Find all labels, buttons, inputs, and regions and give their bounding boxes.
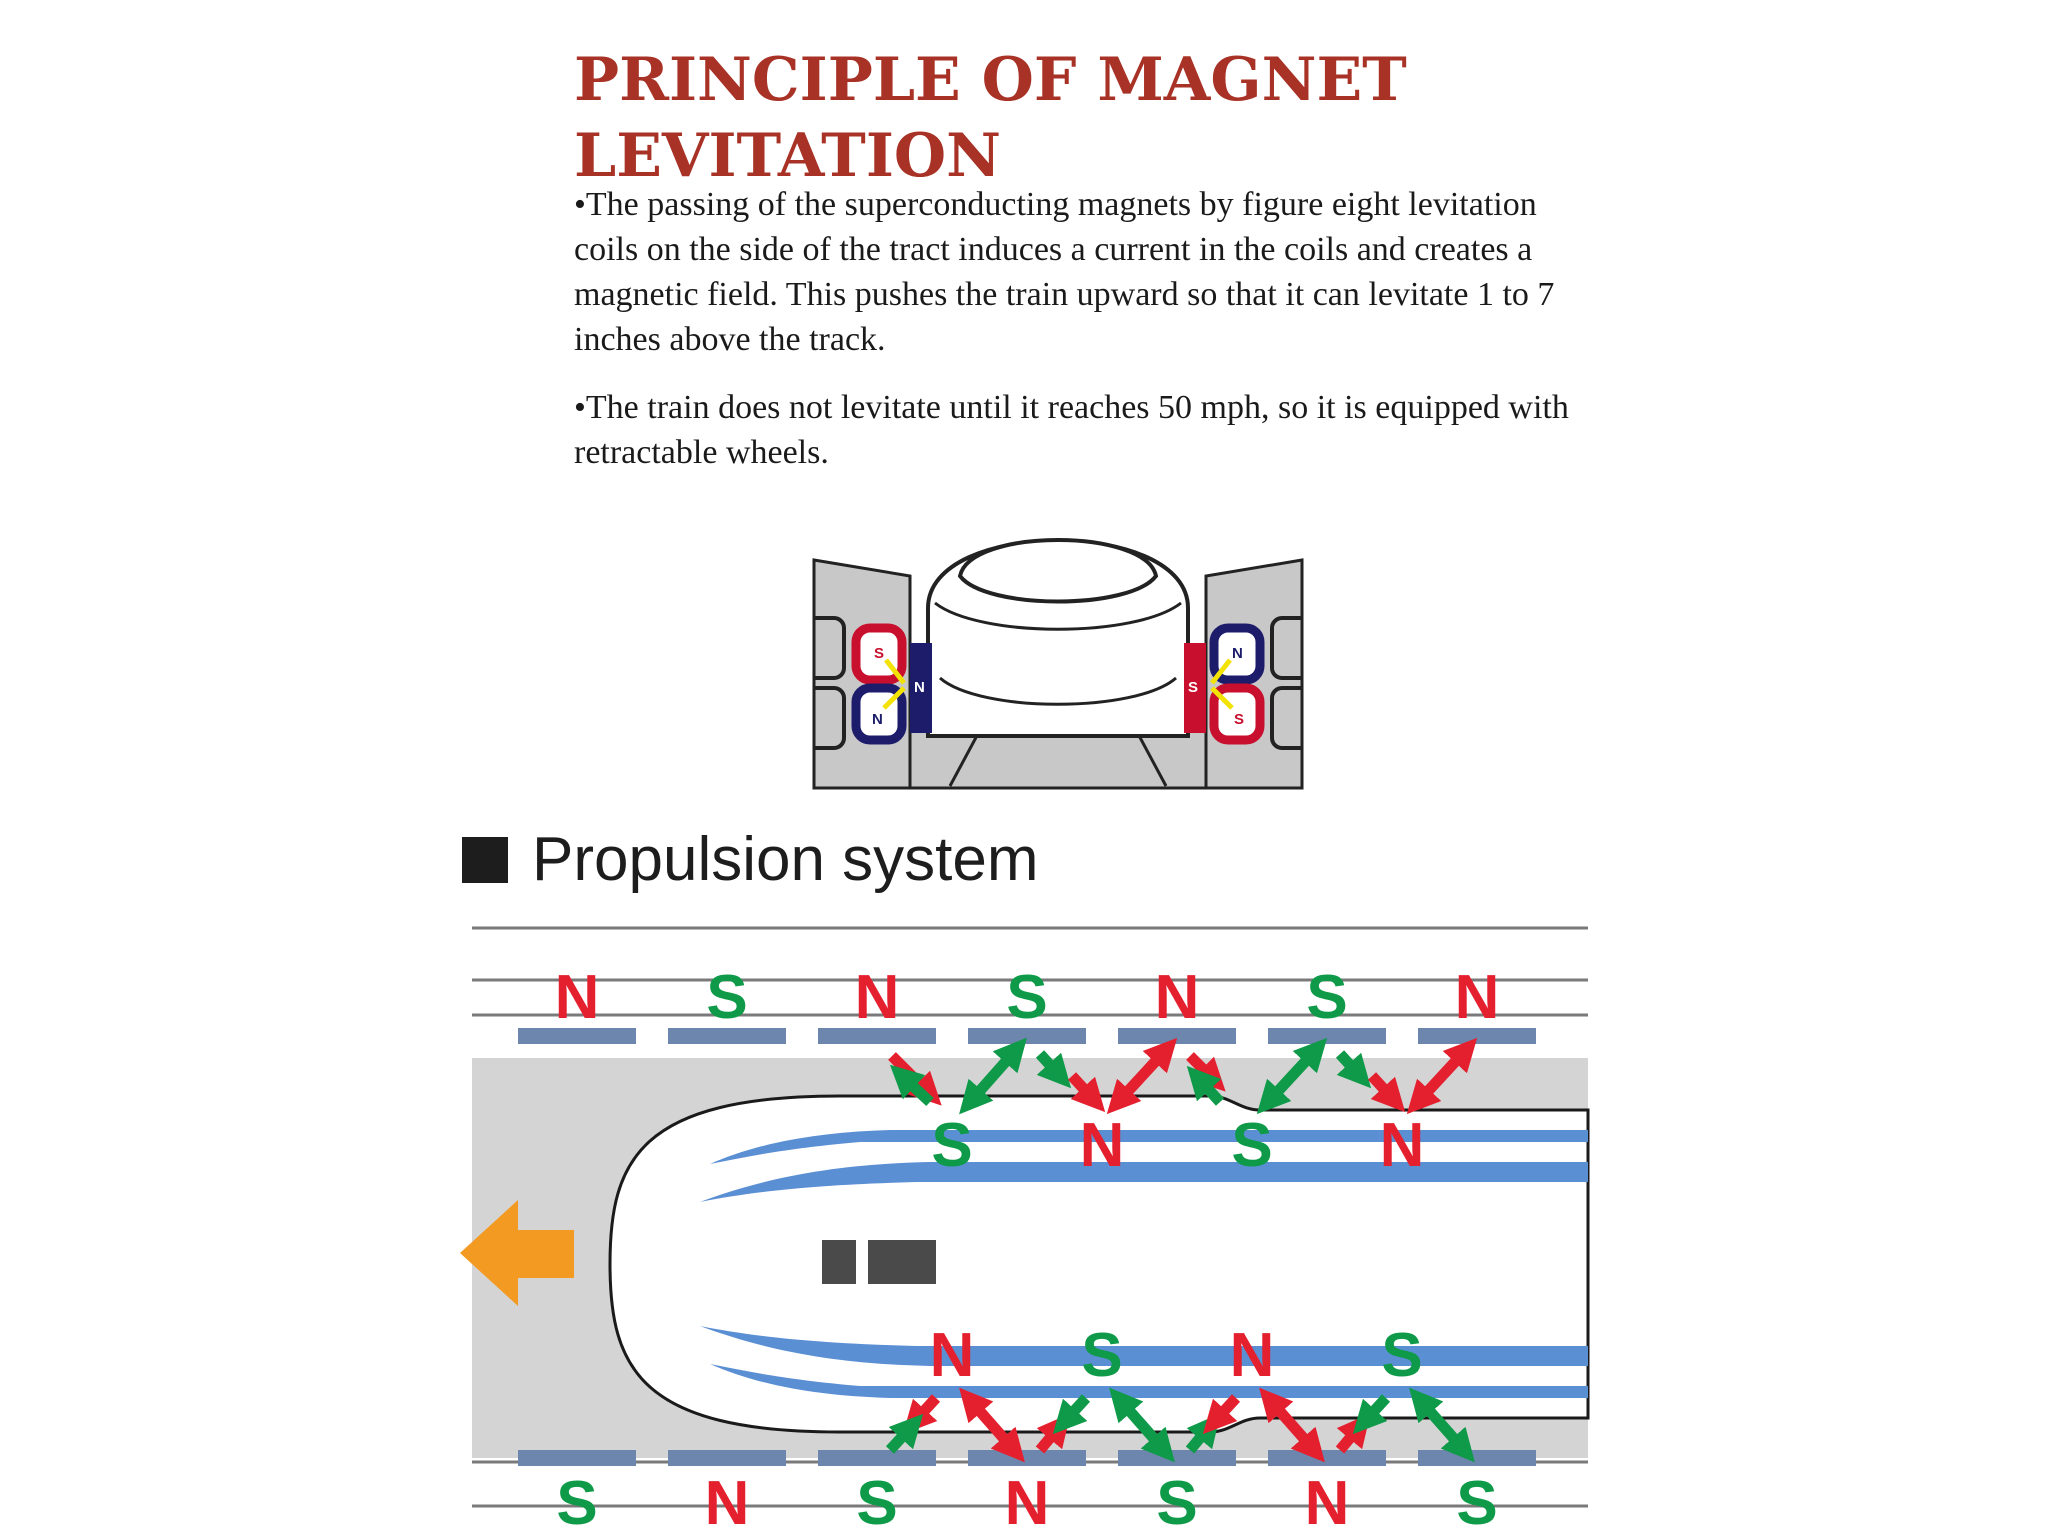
left-lower-coil-label: N bbox=[872, 711, 883, 728]
right-upper-coil-label: N bbox=[1232, 645, 1243, 662]
train-bottom-pole-1: N bbox=[930, 1321, 975, 1390]
right-superconducting-magnet bbox=[1184, 643, 1206, 733]
guideway-top-pole-7: N bbox=[1455, 963, 1500, 1032]
levitation-force-arrows bbox=[882, 658, 1234, 710]
guideway-bottom-pole-1: S bbox=[556, 1469, 597, 1530]
propulsion-force-arrows-bottom bbox=[885, 1387, 1475, 1463]
propulsion-heading: Propulsion system bbox=[462, 822, 1039, 898]
guideway-top-pole-1: N bbox=[555, 963, 600, 1032]
direction-of-travel-arrow bbox=[460, 1200, 574, 1306]
right-magnet-label: S bbox=[1188, 679, 1198, 696]
left-magnet-label: N bbox=[914, 679, 925, 696]
bullet-levitation-coils: •The passing of the superconducting magn… bbox=[574, 186, 1555, 358]
train-window-large bbox=[868, 1240, 936, 1284]
heading-square-bullet bbox=[462, 837, 508, 883]
train-window bbox=[957, 538, 1159, 604]
bullet-retractable-wheels: •The train does not levitate until it re… bbox=[574, 389, 1569, 471]
train-top-pole-1: S bbox=[931, 1111, 972, 1180]
propulsion-system-diagram: N S N S N S N S N S N N S N S S N S N S … bbox=[460, 926, 1590, 1530]
train-bottom-pole-2: S bbox=[1081, 1321, 1122, 1390]
guideway-top-pole-4: S bbox=[1006, 963, 1047, 1032]
guideway-bottom-pole-5: S bbox=[1156, 1469, 1197, 1530]
propulsion-coils-bottom bbox=[518, 1450, 1536, 1466]
guideway-top-pole-3: N bbox=[855, 963, 900, 1032]
guideway-bottom-pole-7: S bbox=[1456, 1469, 1497, 1530]
propulsion-heading-text: Propulsion system bbox=[532, 825, 1039, 894]
guideway-top-pole-6: S bbox=[1306, 963, 1347, 1032]
train-cross-section-diagram: S N N N S S bbox=[812, 538, 1304, 790]
slide-title: PRINCIPLE OF MAGNET LEVITATION bbox=[574, 45, 1407, 191]
train-bottom-pole-4: S bbox=[1381, 1321, 1422, 1390]
train-top-pole-4: N bbox=[1380, 1111, 1425, 1180]
guideway-bottom-pole-4: N bbox=[1005, 1469, 1050, 1530]
train-window-small bbox=[822, 1240, 856, 1284]
left-superconducting-magnet bbox=[910, 643, 932, 733]
train-bottom-pole-3: N bbox=[1230, 1321, 1275, 1390]
right-lower-coil-label: S bbox=[1234, 711, 1244, 728]
guideway-top-pole-2: S bbox=[706, 963, 747, 1032]
propulsion-force-arrows-top bbox=[888, 1037, 1478, 1115]
guideway-bottom-pole-6: N bbox=[1305, 1469, 1350, 1530]
train-stripes bbox=[700, 1130, 1588, 1398]
train-top-pole-2: N bbox=[1080, 1111, 1125, 1180]
train-top-pole-3: S bbox=[1231, 1111, 1272, 1180]
guideway-bottom-pole-2: N bbox=[705, 1469, 750, 1530]
guideway-bottom-pole-3: S bbox=[856, 1469, 897, 1530]
guideway-top-pole-5: N bbox=[1155, 963, 1200, 1032]
left-upper-coil-label: S bbox=[874, 645, 884, 662]
